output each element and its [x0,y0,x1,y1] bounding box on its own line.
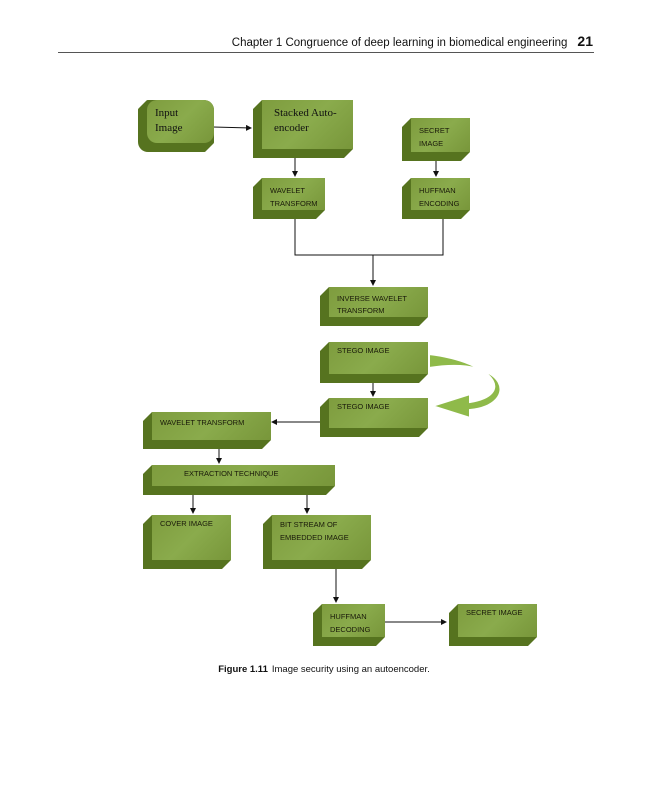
box-label: BIT STREAM OF EMBEDDED IMAGE [272,515,371,560]
box-inverse-wavelet: INVERSE WAVELET TRANSFORM [320,287,428,326]
box-label: STEGO IMAGE [329,342,428,374]
box-label: HUFFMAN DECODING [322,604,385,637]
box-label: HUFFMAN ENCODING [411,178,470,210]
page-number: 21 [577,33,593,49]
box-label: SECRET IMAGE [411,118,470,152]
chapter-title: Chapter 1 Congruence of deep learning in… [231,37,568,49]
box-label: SECRET IMAGE [458,604,537,637]
merge-line [294,218,444,256]
box-cover-image: COVER IMAGE [143,515,231,569]
box-huffman-decoding: HUFFMAN DECODING [313,604,385,646]
box-stego-image-2: STEGO IMAGE [320,398,428,437]
box-label: INVERSE WAVELET TRANSFORM [329,287,428,317]
box-secret-image-top: SECRET IMAGE [402,118,470,161]
box-label: EXTRACTION TECHNIQUE [152,465,335,486]
box-label: STEGO IMAGE [329,398,428,428]
box-wavelet-transform-2: WAVELET TRANSFORM [143,412,271,449]
box-label: COVER IMAGE [152,515,231,560]
figure-label: Figure 1.11 [218,664,268,675]
box-label: Stacked Auto-encoder [262,100,353,149]
box-label: Input Image [147,100,214,143]
arrow-input-to-autoencoder [212,124,252,131]
running-header: Chapter 1 Congruence of deep learning in… [232,33,593,49]
box-label: WAVELET TRANSFORM [262,178,325,210]
box-huffman-encoding: HUFFMAN ENCODING [402,178,470,219]
box-secret-image-bottom: SECRET IMAGE [449,604,537,646]
box-extraction-technique: EXTRACTION TECHNIQUE [143,465,335,495]
box-wavelet-transform-top: WAVELET TRANSFORM [253,178,325,219]
box-bit-stream: BIT STREAM OF EMBEDDED IMAGE [263,515,371,569]
box-input-image: Input Image [138,100,214,152]
box-stego-image-1: STEGO IMAGE [320,342,428,383]
box-label: WAVELET TRANSFORM [152,412,271,440]
box-stacked-autoencoder: Stacked Auto-encoder [253,100,353,158]
caption-text: Image security using an autoencoder. [271,664,430,675]
header-rule [58,52,594,53]
curved-arrow-icon [428,352,502,420]
